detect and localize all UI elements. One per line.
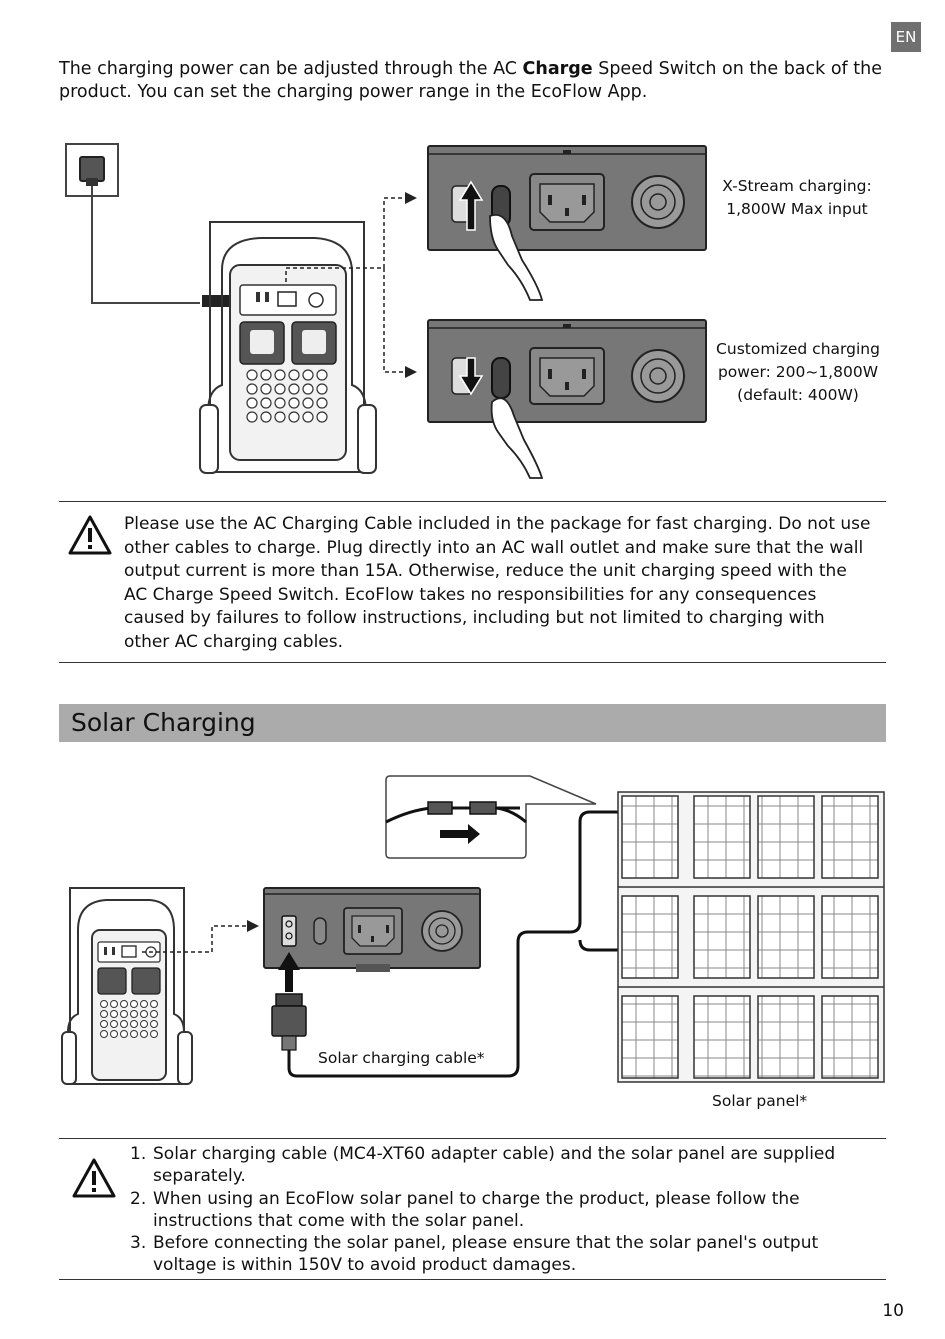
list-item-number: 3. — [130, 1233, 147, 1254]
page-number: 10 — [882, 1301, 904, 1321]
xt60-port-closeup — [263, 887, 481, 972]
intro-text-before: The charging power can be adjusted throu… — [59, 59, 523, 79]
ac-cable — [91, 186, 200, 304]
list-item: 3. Before connecting the solar panel, ple… — [130, 1232, 875, 1277]
list-item-text: Before connecting the solar panel, pleas… — [153, 1233, 819, 1276]
callout-line — [383, 268, 417, 378]
power-station-rear-view — [199, 221, 377, 474]
plug-arrow — [278, 952, 300, 992]
customized-label-line1: Customized charging — [716, 340, 880, 358]
xstream-label: X-Stream charging: 1,800W Max input — [712, 175, 882, 221]
solar-charging-illustration — [61, 775, 885, 1085]
divider — [59, 1279, 886, 1280]
intro-text-bold: Charge — [522, 59, 593, 79]
power-station-rear-view — [61, 887, 193, 1085]
divider — [59, 662, 886, 663]
xstream-label-line1: X-Stream charging: — [722, 177, 872, 195]
xstream-label-line2: 1,800W Max input — [726, 200, 868, 218]
solar-notes-list: 1. Solar charging cable (MC4-XT60 adapter… — [130, 1143, 875, 1277]
callout-line — [142, 920, 259, 953]
warning-icon — [68, 515, 112, 555]
customized-label: Customized charging power: 200~1,800W (d… — [712, 338, 884, 407]
mc4-connector-callout — [385, 775, 597, 859]
charge-switch-closeup-down — [427, 319, 707, 479]
customized-label-line3: (default: 400W) — [737, 386, 859, 404]
intro-text-after: Speed Switch on the back of the product.… — [59, 59, 883, 102]
solar-panel-array — [617, 791, 885, 1083]
intro-paragraph: The charging power can be adjusted throu… — [59, 58, 889, 104]
divider — [59, 1138, 886, 1139]
section-header: Solar Charging — [59, 704, 886, 742]
warning-icon — [72, 1158, 116, 1198]
ac-charging-illustration — [65, 143, 707, 479]
solar-cable-label: Solar charging cable* — [318, 1049, 485, 1067]
list-item: 1. Solar charging cable (MC4-XT60 adapter… — [130, 1143, 875, 1188]
charge-switch-closeup-up — [427, 145, 707, 301]
list-item-text: When using an EcoFlow solar panel to cha… — [153, 1188, 800, 1231]
list-item-text: Solar charging cable (MC4-XT60 adapter c… — [153, 1144, 836, 1187]
list-item-number: 1. — [130, 1144, 147, 1164]
xt60-plug-icon — [271, 993, 307, 1051]
language-badge: EN — [891, 22, 921, 52]
customized-label-line2: power: 200~1,800W — [717, 363, 879, 381]
section-title: Solar Charging — [71, 708, 256, 737]
divider — [59, 501, 886, 502]
solar-panel-label: Solar panel* — [712, 1092, 808, 1110]
ac-charging-notice: Please use the AC Charging Cable include… — [124, 514, 871, 652]
list-item-number: 2. — [130, 1188, 147, 1209]
list-item: 2. When using an EcoFlow solar panel to c… — [130, 1188, 875, 1233]
